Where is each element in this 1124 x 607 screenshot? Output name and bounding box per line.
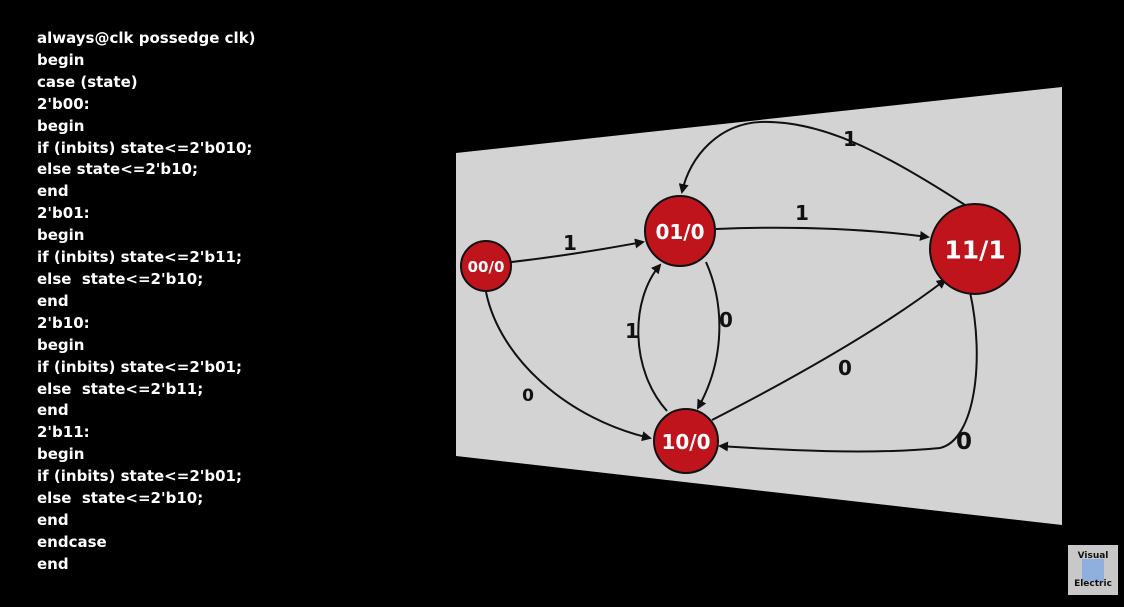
code-line: begin [37, 116, 85, 135]
code-line: else state<=2'b10; [37, 160, 198, 179]
code-line: if (inbits) state<=2'b11; [37, 248, 242, 267]
code-line: begin [37, 50, 85, 69]
code-line: 2'b10: [37, 313, 90, 332]
edge-01-10 [697, 261, 721, 410]
edge-label: 1 [795, 201, 809, 225]
code-line: endcase [37, 532, 107, 551]
code-line: 2'b00: [37, 94, 90, 113]
edge-00-01 [493, 238, 645, 265]
code-line: if (inbits) state<=2'b010; [37, 138, 253, 157]
visual-electric-logo: Visual Electric [1068, 545, 1118, 595]
edge-00-10 [485, 291, 652, 442]
code-line: if (inbits) state<=2'b01; [37, 357, 242, 376]
edge-11-01 [678, 120, 966, 206]
verilog-code: always@clk possedge clk) begin case (state… [37, 28, 256, 576]
code-line: if (inbits) state<=2'b01; [37, 467, 242, 486]
edge-label: 0 [838, 356, 852, 380]
code-line: else state<=2'b11; [37, 379, 204, 398]
code-line: else state<=2'b10; [37, 269, 204, 288]
edge-label: 1 [843, 127, 857, 151]
edge-label: 0 [522, 386, 534, 406]
edge-label: 0 [719, 308, 733, 332]
state-node-01: 01/0 [644, 195, 716, 267]
state-node-10: 10/0 [653, 408, 719, 474]
logo-text: Visual [1077, 551, 1109, 561]
code-line: 2'b01: [37, 204, 90, 223]
logo-text: Electric [1074, 579, 1112, 589]
svg-text:01/0: 01/0 [655, 220, 704, 244]
code-line: end [37, 291, 69, 310]
edge-01-11 [715, 226, 930, 241]
diagram-panel [456, 87, 1062, 525]
code-line: end [37, 554, 69, 573]
edge-label: 1 [625, 319, 639, 343]
code-line: 2'b11: [37, 423, 90, 442]
code-line: else state<=2'b10; [37, 489, 204, 508]
code-line: always@clk possedge clk) [37, 29, 256, 47]
svg-text:00/0: 00/0 [468, 258, 505, 276]
code-line: end [37, 510, 69, 529]
code-line: begin [37, 445, 85, 464]
state-node-11: 11/1 [929, 203, 1021, 295]
state-node-00: 00/0 [460, 240, 512, 292]
edge-label: 0 [956, 429, 972, 455]
code-line: end [37, 401, 69, 420]
code-line: end [37, 182, 69, 201]
edge-10-11 [711, 278, 947, 421]
edge-label: 1 [563, 231, 577, 255]
svg-text:10/0: 10/0 [661, 430, 710, 454]
code-line: begin [37, 226, 85, 245]
code-line: begin [37, 335, 85, 354]
svg-text:11/1: 11/1 [944, 236, 1005, 265]
edge-10-01 [637, 263, 668, 412]
edge-11-10 [718, 291, 978, 453]
code-line: case (state) [37, 72, 138, 91]
